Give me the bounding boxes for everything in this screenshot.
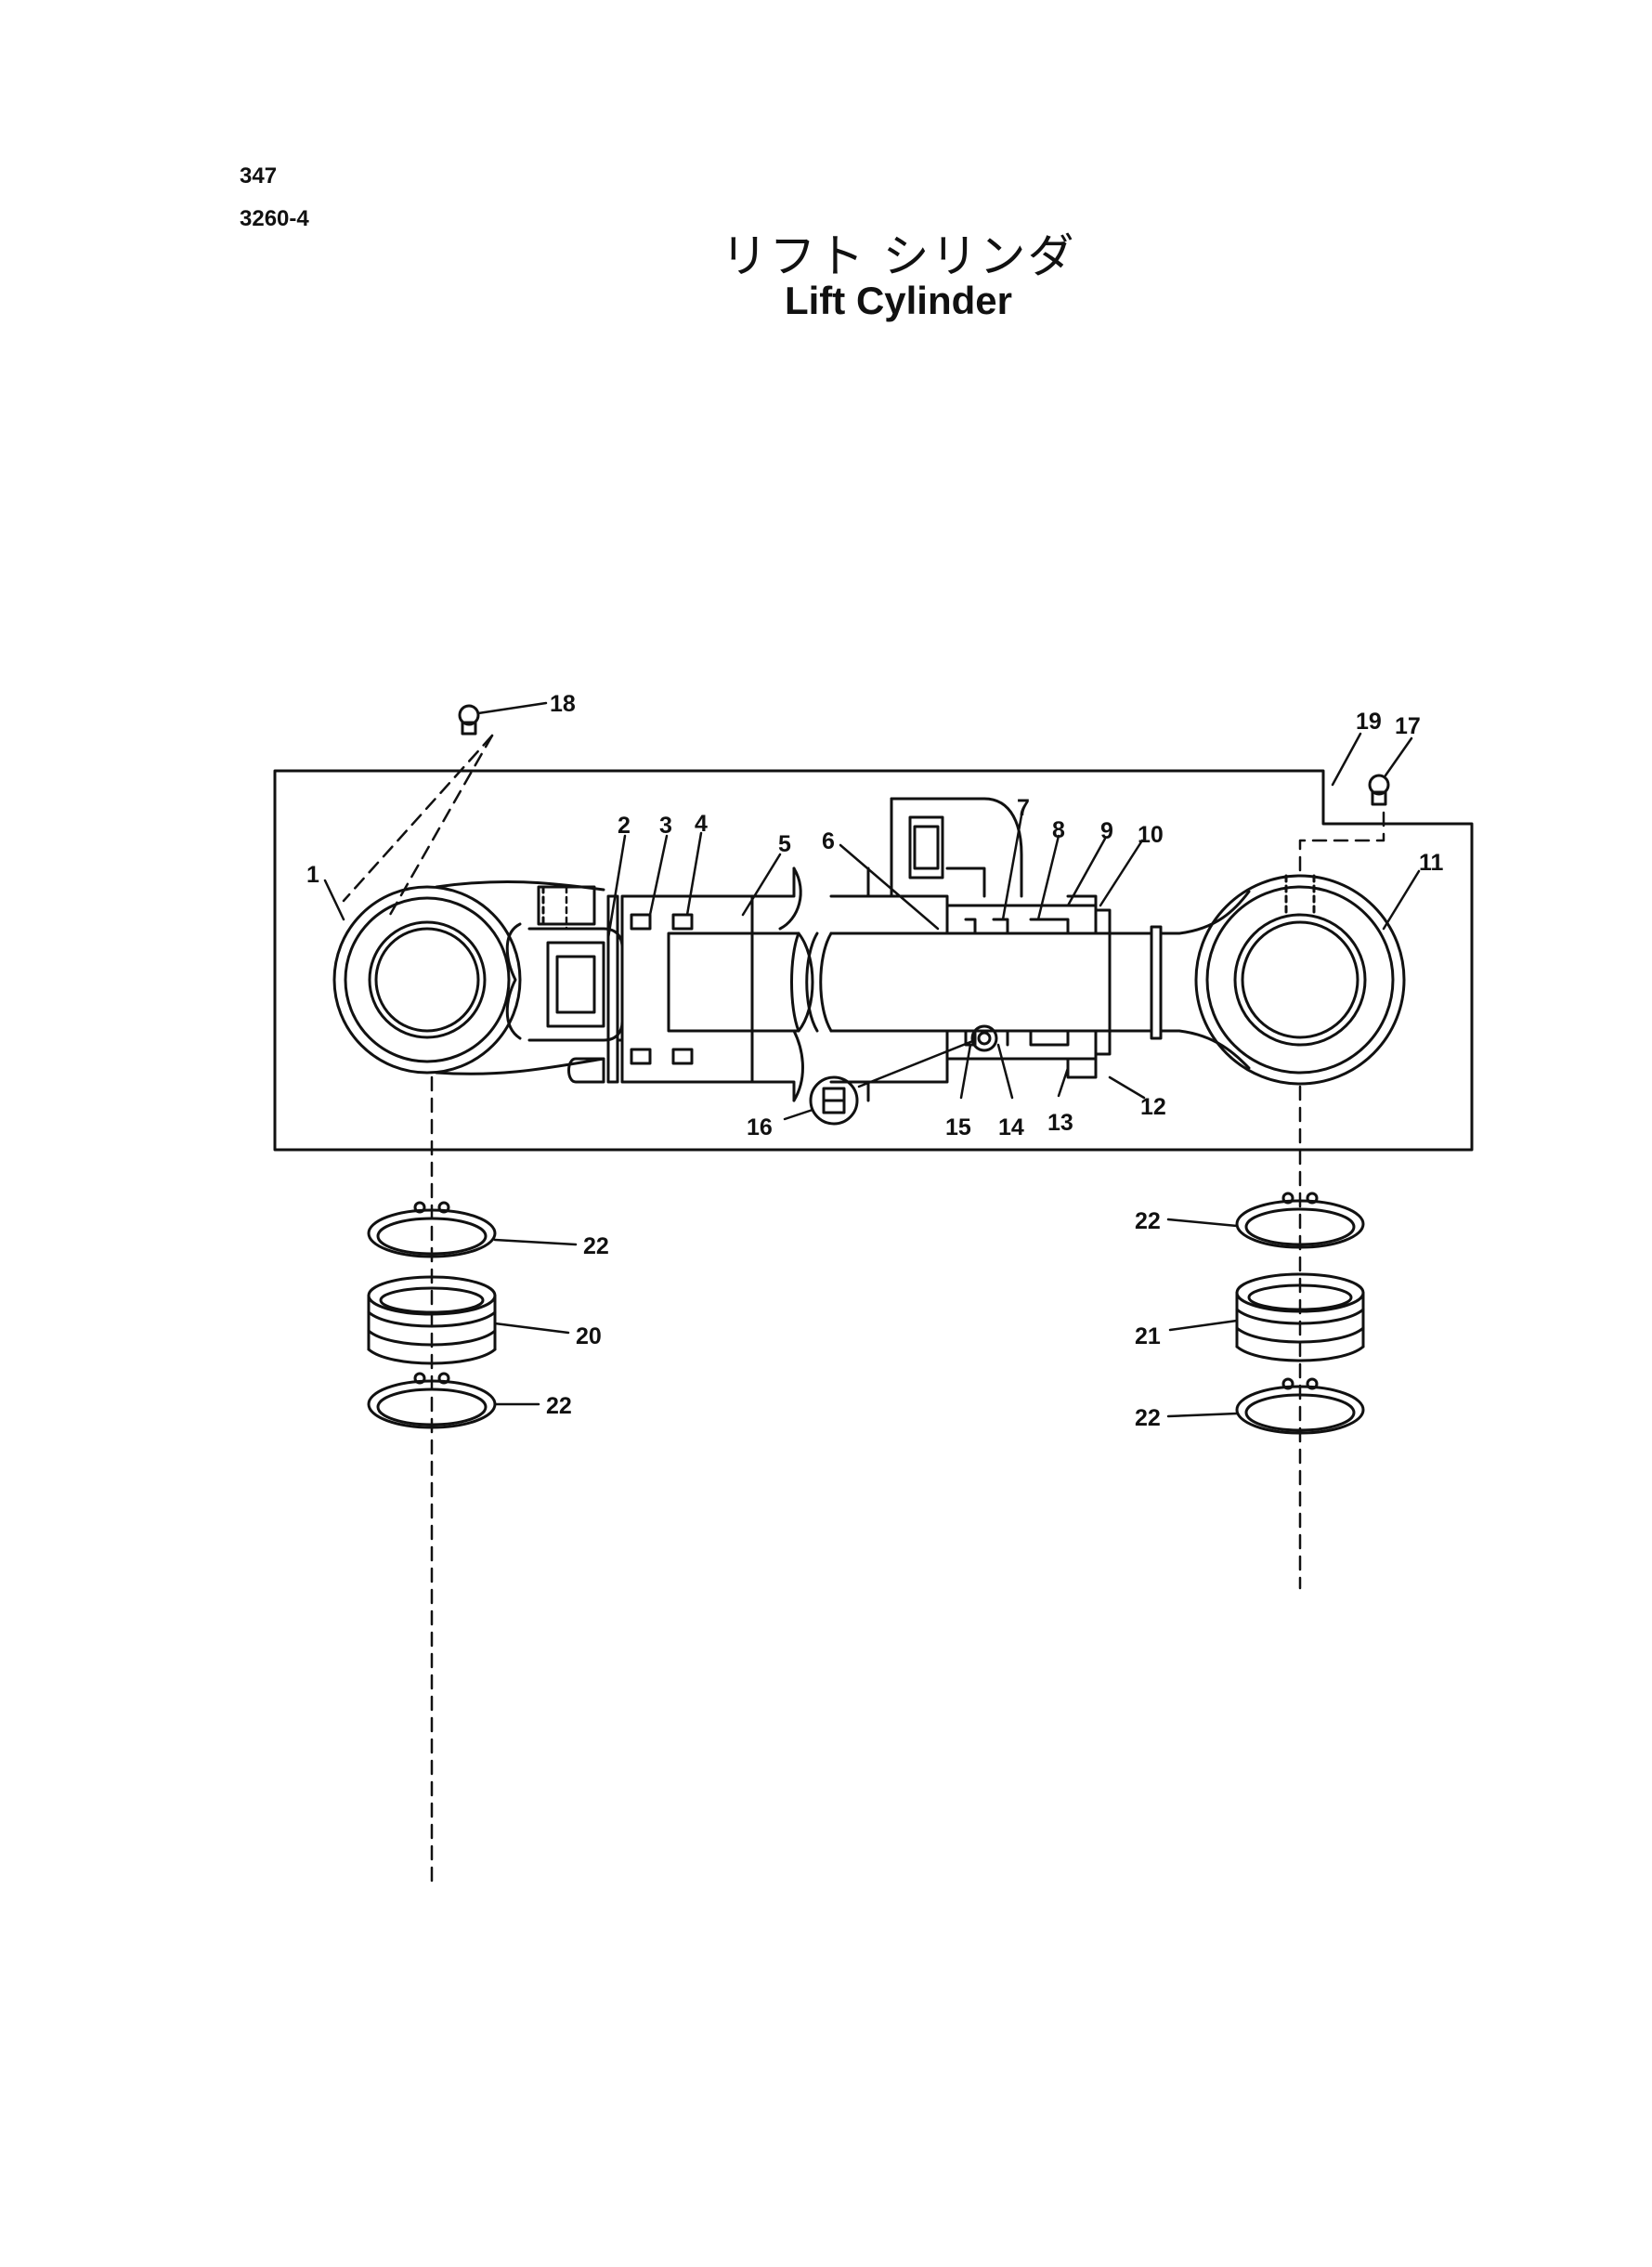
rod-gland (945, 894, 1112, 1079)
piston-rod (805, 890, 1251, 1070)
callout-11: 11 (1419, 850, 1444, 876)
callout-15: 15 (945, 1114, 971, 1140)
page-number: 347 (240, 163, 278, 189)
callout-22-left-top: 22 (583, 1233, 609, 1259)
right-snap-ring-top (1235, 1192, 1365, 1249)
callout-22-left-bottom: 22 (546, 1393, 572, 1419)
callout-3: 3 (659, 813, 672, 839)
tube-right (829, 797, 1023, 1102)
title-japanese: リフト シリンダ (721, 229, 1076, 283)
left-eye (332, 879, 605, 1075)
callout-7: 7 (1017, 795, 1030, 821)
callout-5: 5 (778, 831, 791, 857)
callout-6: 6 (822, 828, 835, 854)
grease-nipple-right (1368, 774, 1390, 806)
cylinder-head (505, 922, 624, 1084)
assembly-lines (342, 734, 1385, 1883)
assembly-frame (273, 769, 1474, 1152)
left-snap-ring-top (367, 1201, 497, 1258)
tube-left (667, 866, 814, 1102)
title-english: Lift Cylinder (784, 279, 1012, 322)
callout-16: 16 (747, 1114, 773, 1140)
leader-lines (323, 701, 1421, 1418)
callout-14: 14 (998, 1114, 1024, 1140)
callout-numbers: 18 1 2 3 4 5 6 7 8 9 10 11 12 13 14 15 1… (306, 691, 1444, 1431)
callout-8: 8 (1052, 817, 1065, 843)
callout-20: 20 (576, 1323, 602, 1349)
detail-16 (809, 1075, 859, 1126)
callout-2: 2 (618, 813, 631, 839)
piston-seals-left (606, 894, 754, 1084)
callout-22-right-top: 22 (1135, 1208, 1161, 1234)
callout-9: 9 (1100, 818, 1113, 844)
callout-12: 12 (1140, 1094, 1166, 1120)
callout-1: 1 (306, 862, 319, 888)
right-eye (1194, 874, 1406, 1086)
callout-17: 17 (1395, 713, 1421, 739)
callout-13: 13 (1047, 1110, 1073, 1136)
callout-18: 18 (550, 691, 576, 717)
callout-21: 21 (1135, 1323, 1161, 1349)
group-code: 3260-4 (240, 206, 309, 231)
grease-nipple-left (458, 704, 480, 736)
callout-4: 4 (695, 811, 708, 837)
callout-22-right-bottom: 22 (1135, 1405, 1161, 1431)
callout-19: 19 (1356, 709, 1382, 735)
callout-10: 10 (1138, 822, 1164, 848)
right-snap-ring-bottom (1235, 1377, 1365, 1435)
left-grease-block (537, 885, 596, 926)
